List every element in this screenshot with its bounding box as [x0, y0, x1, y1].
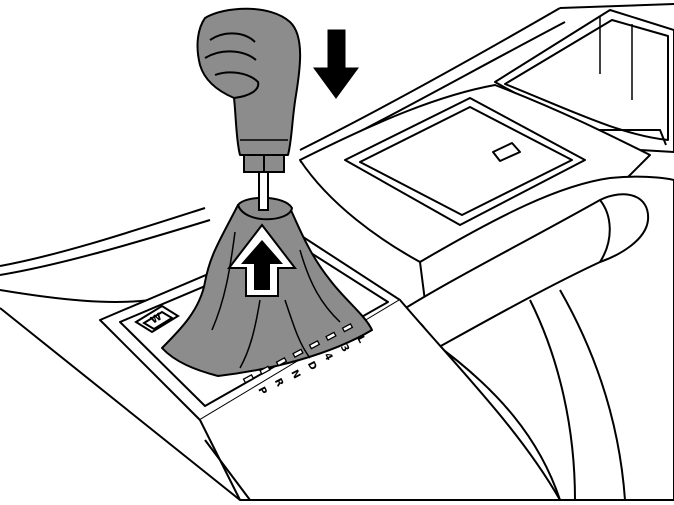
gear-indicator-dash: [341, 323, 354, 333]
gear-indicator-dash: [308, 340, 321, 350]
console-lid: [299, 84, 651, 263]
gear-indicator-dash: [292, 348, 304, 359]
mode-button-label: W: [149, 312, 164, 327]
gear-position-4: 4: [321, 351, 334, 362]
gear-knob[interactable]: [196, 7, 302, 156]
arrow-up-icon: [226, 223, 298, 297]
gear-position-l: L: [354, 334, 367, 345]
gear-indicator-dash: [275, 357, 288, 367]
lid-latch: [492, 142, 521, 162]
gear-position-p: P: [255, 385, 268, 397]
arrow-down-icon: [313, 29, 359, 99]
mode-button[interactable]: [134, 304, 180, 334]
gear-position-3: 3: [338, 343, 351, 354]
gear-indicator-dash: [325, 331, 337, 342]
gear-indicator-dash: [259, 365, 271, 376]
gear-indicator-dash: [242, 374, 255, 384]
